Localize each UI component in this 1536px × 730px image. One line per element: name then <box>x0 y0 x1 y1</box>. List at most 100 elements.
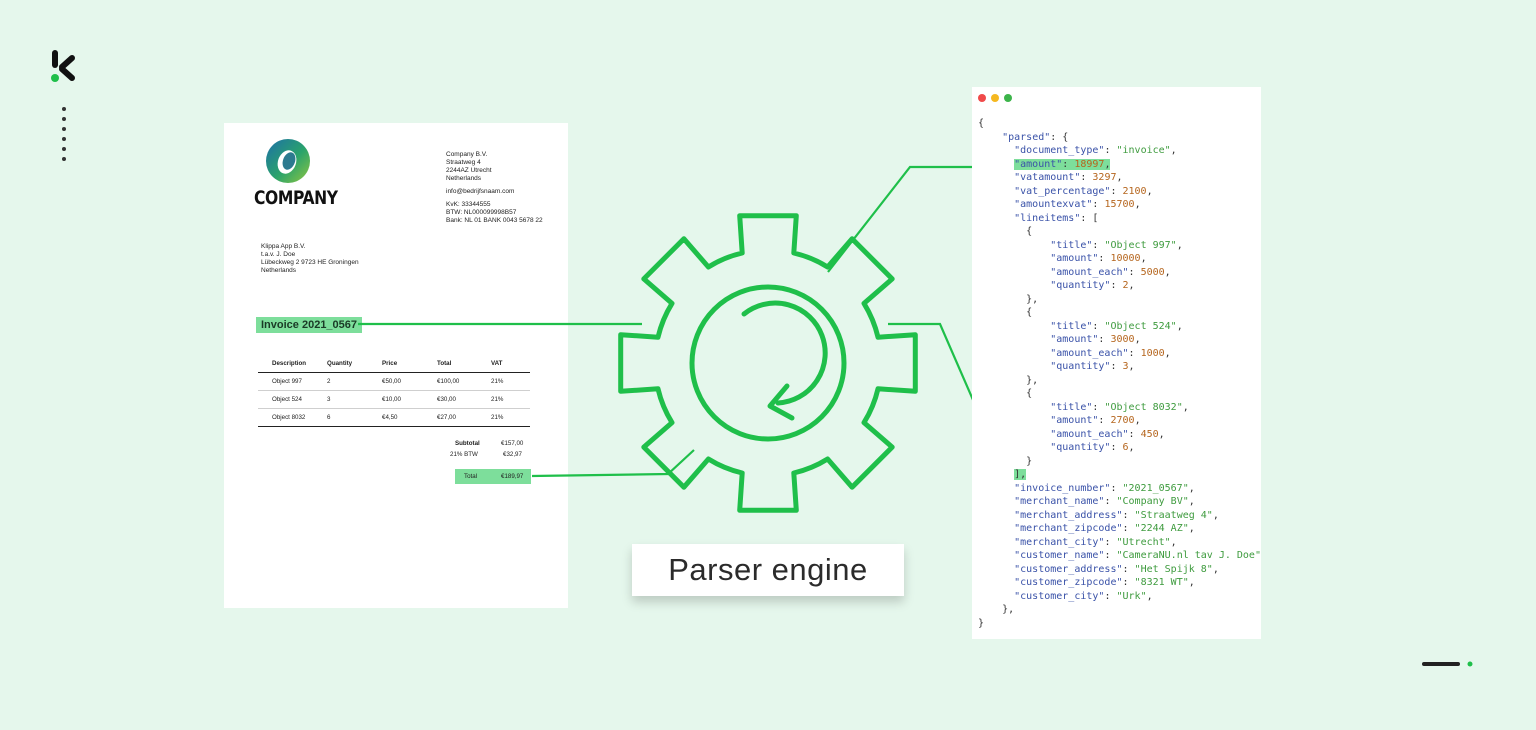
table-cell: Object 997 <box>272 378 302 385</box>
company-logo-icon <box>266 139 310 183</box>
json-line: } <box>978 617 985 629</box>
json-line: "invoice_number": "2021_0567", <box>1014 482 1195 494</box>
corner-decoration <box>1422 661 1473 667</box>
json-line: "vat_percentage": 2100, <box>1014 185 1153 197</box>
table-row: Object 8032 6 €4,50 €27,00 21% <box>258 409 530 427</box>
json-line: "merchant_address": "Straatweg 4", <box>1014 509 1219 521</box>
json-line: }, <box>978 604 1015 615</box>
table-header-row: Description Quantity Price Total VAT <box>258 358 530 373</box>
table-cell: Object 524 <box>272 396 302 403</box>
table-cell: Object 8032 <box>272 414 306 421</box>
window-minimize-dot <box>991 94 999 102</box>
json-line: "vatamount": 3297, <box>1014 172 1123 183</box>
json-line: "title": "Object 524", <box>1050 320 1183 332</box>
json-line: "amountexvat": 15700, <box>1014 199 1141 210</box>
json-line: "merchant_name": "Company BV", <box>1014 496 1195 507</box>
json-line: "customer_city": "Urk", <box>1014 590 1153 602</box>
table-cell: €10,00 <box>382 396 401 403</box>
json-line: }, <box>978 374 1039 386</box>
subtotal-label: Subtotal <box>455 440 480 447</box>
total-label: Total <box>464 473 478 480</box>
company-wordmark: COMPANY <box>254 187 338 209</box>
json-code: { "parsed": { "document_type": "invoice"… <box>978 117 1261 630</box>
column-header: Description <box>272 360 307 367</box>
table-cell: 2 <box>327 378 331 385</box>
customer-line: Netherlands <box>261 267 297 274</box>
window-close-dot <box>978 94 986 102</box>
merchant-line: info@bedrijfsnaam.com <box>446 188 515 195</box>
json-line: "title": "Object 997", <box>1050 239 1183 251</box>
vat-label: 21% BTW <box>450 451 478 458</box>
json-line: "customer_address": "Het Spijk 8", <box>1014 563 1219 575</box>
json-line: "amount_each": 1000, <box>1050 347 1171 359</box>
window-maximize-dot <box>1004 94 1012 102</box>
table-cell: 6 <box>327 414 331 421</box>
merchant-line: 2244AZ Utrecht <box>446 167 492 174</box>
json-output-window: { "parsed": { "document_type": "invoice"… <box>972 87 1261 639</box>
table-cell: 3 <box>327 396 331 403</box>
parser-engine-label: Parser engine <box>632 544 904 596</box>
json-line: "amount": 3000, <box>1050 334 1141 345</box>
customer-line: Klippa App B.V. <box>261 243 306 250</box>
table-cell: 21% <box>491 378 504 385</box>
column-header: Price <box>382 360 398 367</box>
json-line: "amount": 18997, <box>1014 158 1111 170</box>
table-row: Object 524 3 €10,00 €30,00 21% <box>258 391 530 409</box>
merchant-line: BTW: NL000099998B57 <box>446 209 517 216</box>
table-cell: €100,00 <box>437 378 460 385</box>
refresh-arrow-icon <box>741 300 828 421</box>
table-cell: €30,00 <box>437 396 456 403</box>
side-dots-decoration <box>62 107 66 161</box>
json-line: "amount_each": 450, <box>1050 428 1165 440</box>
json-line: "lineitems": [ <box>1014 212 1099 224</box>
json-line: { <box>978 226 1033 237</box>
vat-value: €32,97 <box>503 451 522 458</box>
json-line: "quantity": 3, <box>1050 361 1135 372</box>
json-line: "merchant_zipcode": "2244 AZ", <box>1014 523 1195 534</box>
json-line: "quantity": 2, <box>1050 280 1135 291</box>
column-header: Total <box>437 360 452 367</box>
items-table: Description Quantity Price Total VAT Object 9… <box>258 358 530 427</box>
json-line: "merchant_city": "Utrecht", <box>1014 536 1177 548</box>
merchant-line: Bank: NL 01 BANK 0043 5678 22 <box>446 217 543 224</box>
json-line: { <box>978 118 985 129</box>
table-cell: 21% <box>491 396 504 403</box>
gear-outline <box>618 213 918 513</box>
invoice-title: Invoice 2021_0567 <box>256 317 363 333</box>
total-row: Total €189,97 <box>455 469 531 484</box>
customer-line: t.a.v. J. Doe <box>261 251 296 258</box>
table-cell: 21% <box>491 414 504 421</box>
column-header: Quantity <box>327 360 353 367</box>
merchant-line: Netherlands <box>446 175 482 182</box>
json-line: "amount": 10000, <box>1050 253 1147 264</box>
gear-icon <box>618 213 918 513</box>
json-line: "amount_each": 5000, <box>1050 266 1171 278</box>
total-value: €189,97 <box>501 473 524 480</box>
column-header: VAT <box>491 360 503 367</box>
merchant-line: Straatweg 4 <box>446 159 481 166</box>
json-line: "document_type": "invoice", <box>1014 145 1177 156</box>
json-line: ], <box>1014 469 1027 480</box>
merchant-line: KvK: 33344555 <box>446 201 491 208</box>
json-line: "amount": 2700, <box>1050 415 1141 426</box>
json-line: } <box>978 455 1033 467</box>
table-cell: €27,00 <box>437 414 456 421</box>
klippa-logo-icon <box>51 50 75 82</box>
gear-inner-ring <box>689 284 847 442</box>
json-line: "customer_name": "CameraNU.nl tav J. Doe… <box>1014 550 1261 561</box>
json-line: }, <box>978 293 1039 305</box>
json-line: "quantity": 6, <box>1050 442 1135 453</box>
customer-line: Lübeckweg 2 9723 HE Groningen <box>261 259 359 266</box>
json-line: { <box>978 388 1033 399</box>
json-line: "title": "Object 8032", <box>1050 401 1189 413</box>
json-line: "customer_zipcode": "8321 WT", <box>1014 577 1195 588</box>
table-cell: €4,50 <box>382 414 398 421</box>
json-line: { <box>978 307 1033 318</box>
subtotal-value: €157,00 <box>501 440 524 447</box>
merchant-line: Company B.V. <box>446 151 488 158</box>
json-line: "parsed": { <box>1002 131 1069 143</box>
